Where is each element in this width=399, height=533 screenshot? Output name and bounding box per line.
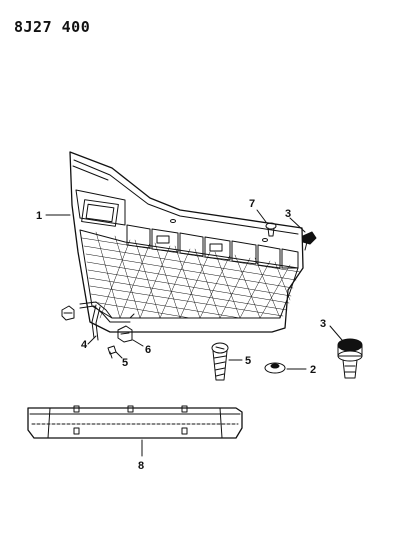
carpet-mesh xyxy=(79,229,301,319)
callout-2: 2 xyxy=(310,364,316,376)
callout-7: 7 xyxy=(249,198,255,210)
callout-5-right: 5 xyxy=(245,355,251,367)
storage-pouch xyxy=(27,405,243,457)
callout-3-lower: 3 xyxy=(320,318,326,330)
callout-8: 8 xyxy=(138,460,144,472)
large-clip xyxy=(329,325,363,379)
callout-3-upper: 3 xyxy=(285,208,291,220)
pull-strap xyxy=(61,301,135,345)
callout-5-left: 5 xyxy=(122,357,128,369)
screw xyxy=(211,342,243,381)
callout-1: 1 xyxy=(36,210,42,222)
figure-id: 8J27 400 xyxy=(14,18,91,36)
callout-4: 4 xyxy=(81,339,88,351)
small-screw xyxy=(107,345,123,359)
switch-pockets xyxy=(126,224,299,269)
clip xyxy=(289,217,317,251)
push-fastener xyxy=(256,209,277,237)
door-trim-panel xyxy=(69,151,304,333)
strap-bracket xyxy=(117,325,144,347)
callout-6: 6 xyxy=(145,344,151,356)
retainer-nut xyxy=(264,362,307,374)
